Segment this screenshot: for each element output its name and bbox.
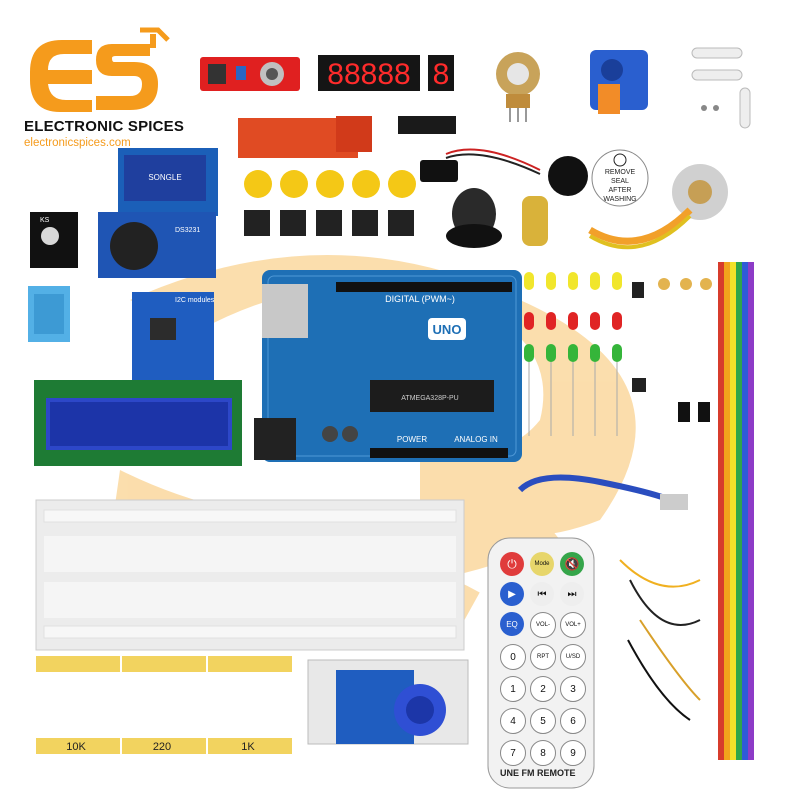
svg-text:ATMEGA328P-PU: ATMEGA328P-PU [401,395,458,402]
key-8: 8 [530,740,556,766]
previous-icon: ⏮︎ [530,582,554,606]
key-rpt: RPT [530,644,556,670]
resistor-label-1k: 1K [241,741,255,753]
power-icon: ⏻ [500,552,524,576]
servo-motor [590,50,648,114]
stepper-motor [588,164,728,250]
eq-button-label: EQ [500,612,524,636]
resistor-label-10k: 10K [66,741,86,753]
servo-horns [691,47,751,129]
svg-text:8: 8 [433,58,450,91]
key-9: 9 [560,740,586,766]
key-7: 7 [500,740,526,766]
svg-text:UNO: UNO [433,322,462,337]
key-4: 4 [500,708,526,734]
play-pause-icon: ▶︎ [500,582,524,606]
resistor-label-220: 220 [152,741,172,753]
arduino-uno-board: ATMEGA328P-PU UNO DIGITAL (PWM~) POWER A… [254,270,522,462]
key-usd: U/SD [560,644,586,670]
brand-name: ELECTRONIC SPICES [24,118,185,135]
key-5: 5 [530,708,556,734]
breadboard [35,499,465,651]
ic-chip [398,116,456,134]
brand-logo-mark [30,27,170,112]
brand-website: electronicspices.com [24,137,131,149]
svg-text:POWER: POWER [397,435,427,444]
vol-minus-label: VOL- [530,612,556,638]
water-level-sensor [238,116,372,158]
svg-text:ANALOG IN: ANALOG IN [454,435,498,444]
remote-button-grid: ⏻ Mode 🔇 ▶︎ ⏮︎ ⏭︎ EQ VOL- VOL+ 0 RPT U/S… [500,552,586,766]
svg-text:DIGITAL (PWM~): DIGITAL (PWM~) [385,294,455,304]
ks-sensor-module: KS [30,212,78,268]
remote-title: UNE FM REMOTE [500,768,576,778]
push-buttons [244,170,416,236]
key-0: 0 [500,644,526,670]
relay-module: SONGLE [118,148,218,216]
sound-sensor-module [200,57,300,91]
jumper-wires [619,559,701,721]
svg-text:SEAL: SEAL [611,178,629,185]
svg-text:88888: 88888 [327,58,410,91]
svg-text:DS3231: DS3231 [175,227,200,234]
led-set [524,272,622,436]
i2c-lcd-module: I2C modules [132,292,215,382]
rainbow-jumper-cable [718,262,754,760]
seven-segment-display: 88888 8 [318,55,454,91]
key-2: 2 [530,676,556,702]
rfid-module [307,659,469,745]
svg-text:I2C modules: I2C modules [175,297,215,304]
svg-text:REMOVE: REMOVE [605,169,636,176]
svg-text:KS: KS [40,217,50,224]
rtc-module: DS3231 [98,212,216,278]
resistor-strips [36,656,292,754]
next-icon: ⏭︎ [560,582,584,606]
dht11-sensor [28,286,70,342]
key-6: 6 [560,708,586,734]
usb-cable [517,474,688,510]
svg-text:WASHING: WASHING [603,196,636,203]
key-3: 3 [560,676,586,702]
svg-text:AFTER: AFTER [609,187,632,194]
vol-plus-label: VOL+ [560,612,586,638]
lcd-1602-display [34,380,242,466]
buzzer [548,156,588,196]
sensors-ldr-transistors [632,278,712,422]
joystick [446,188,502,248]
potentiometer [496,52,540,122]
key-1: 1 [500,676,526,702]
mode-button-label: Mode [530,552,554,576]
mute-icon: 🔇 [560,552,584,576]
battery-clip [420,148,541,182]
svg-text:SONGLE: SONGLE [148,173,181,182]
dc-plug [522,196,548,246]
buzzer-seal-sticker: REMOVE SEAL AFTER WASHING [591,149,649,207]
